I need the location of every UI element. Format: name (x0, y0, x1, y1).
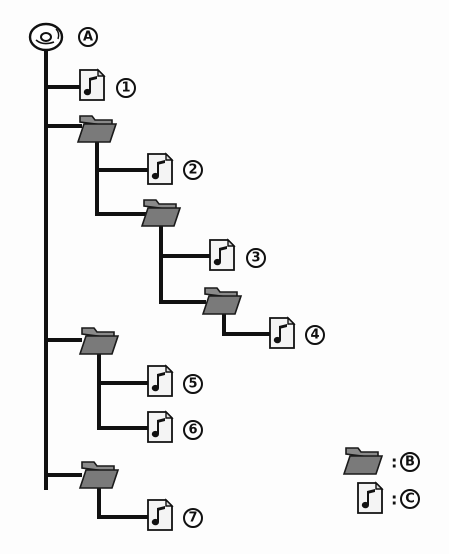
file-2: 2 (147, 153, 203, 185)
file-5: 5 (147, 365, 203, 397)
file-4: 4 (269, 317, 325, 349)
file-2-marker-label: 2 (188, 163, 197, 178)
disc-icon (28, 22, 64, 52)
legend-file-marker: C (400, 489, 420, 509)
folder-icon (343, 447, 383, 475)
folder-3 (202, 287, 242, 315)
file-5-marker-label: 5 (188, 377, 197, 392)
legend-folder: : B (343, 447, 420, 475)
legend-file: : C (357, 482, 420, 514)
folder-icon (141, 199, 181, 227)
file-5-marker: 5 (183, 374, 203, 394)
file-4-marker-label: 4 (310, 328, 319, 343)
music-file-icon (147, 153, 173, 185)
file-3-marker: 3 (246, 248, 266, 268)
root-marker-label: A (83, 30, 93, 45)
legend-folder-marker-label: B (405, 455, 415, 470)
legend-file-separator: : (391, 490, 397, 509)
folder-icon (202, 287, 242, 315)
folder-icon (79, 461, 119, 489)
music-file-icon (147, 411, 173, 443)
root-marker: A (78, 27, 98, 47)
file-1-marker-label: 1 (121, 81, 130, 96)
tree-connectors (44, 50, 272, 519)
file-3: 3 (209, 239, 266, 271)
file-7-marker-label: 7 (188, 511, 197, 526)
music-file-icon (269, 317, 295, 349)
legend: : B : C (343, 447, 420, 514)
legend-folder-marker: B (400, 452, 420, 472)
folder-2 (141, 199, 181, 227)
file-6: 6 (147, 411, 203, 443)
legend-file-marker-label: C (405, 492, 415, 507)
folder-1 (77, 115, 117, 143)
music-file-icon (147, 499, 173, 531)
file-7-marker: 7 (183, 508, 203, 528)
music-file-icon (209, 239, 235, 271)
music-file-icon (147, 365, 173, 397)
folder-icon (77, 115, 117, 143)
file-1-marker: 1 (116, 78, 136, 98)
file-6-marker: 6 (183, 420, 203, 440)
folder-5 (79, 461, 119, 489)
file-3-marker-label: 3 (251, 251, 260, 266)
root-disc: A (28, 22, 98, 52)
file-6-marker-label: 6 (188, 423, 197, 438)
legend-folder-separator: : (391, 453, 397, 472)
file-4-marker: 4 (305, 325, 325, 345)
file-7: 7 (147, 499, 203, 531)
music-file-icon (79, 69, 105, 101)
file-2-marker: 2 (183, 160, 203, 180)
folder-4 (79, 327, 119, 355)
music-file-icon (357, 482, 383, 514)
file-1: 1 (79, 69, 136, 101)
folder-icon (79, 327, 119, 355)
